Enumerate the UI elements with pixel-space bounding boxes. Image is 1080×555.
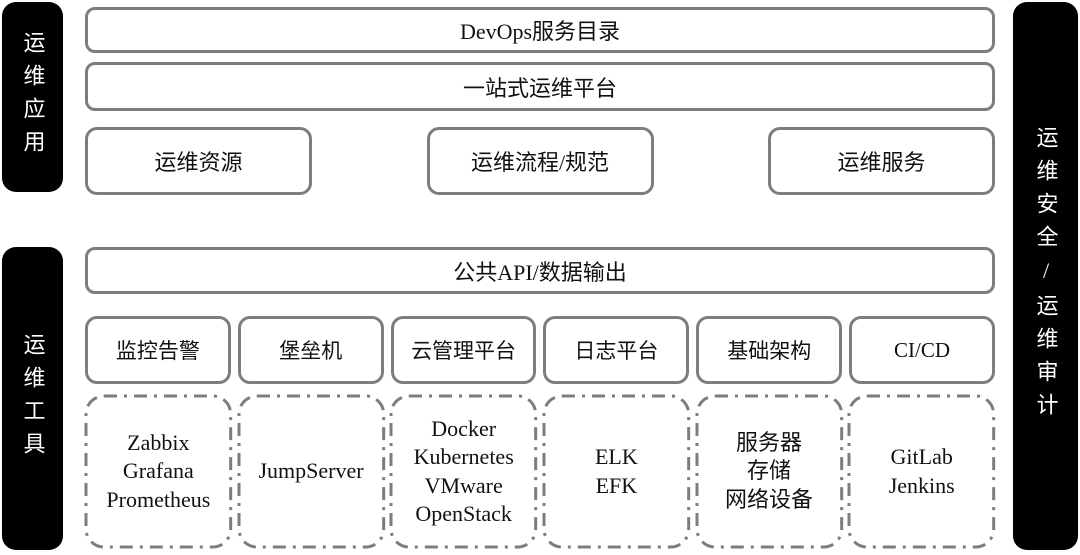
box-ops-process-standards: 运维流程/规范	[426, 127, 654, 195]
box-log-platform: 日志平台	[543, 316, 690, 384]
sidebar-ops-security-audit-label: 运维安全/运维审计	[1033, 126, 1059, 426]
row-public-api: 公共API/数据输出	[85, 247, 995, 294]
box-ops-process-standards-label: 运维流程/规范	[470, 150, 610, 175]
sidebar-ops-tools-label: 运维工具	[20, 332, 46, 465]
box-devops-service-catalog: DevOps服务目录	[85, 7, 995, 53]
tools-cicd: GitLab Jenkins	[847, 394, 996, 549]
sidebar-ops-applications: 运维应用	[2, 2, 63, 192]
tools-monitoring: Zabbix Grafana Prometheus	[84, 394, 233, 549]
tools-cicd-label: GitLab Jenkins	[888, 444, 955, 498]
box-monitoring-alerting: 监控告警	[85, 316, 231, 384]
box-cicd: CI/CD	[849, 316, 995, 384]
box-infrastructure-label: 基础架构	[727, 339, 812, 363]
tools-bastion-label: JumpServer	[258, 458, 364, 484]
box-one-stop-ops-platform: 一站式运维平台	[85, 62, 995, 111]
box-log-platform-label: 日志平台	[574, 339, 659, 363]
tools-infra: 服务器 存储 网络设备	[695, 394, 843, 549]
box-ops-services-label: 运维服务	[837, 150, 926, 175]
box-cloud-mgmt-platform-label: 云管理平台	[411, 339, 517, 363]
row-app-sub-boxes: 运维资源 运维流程/规范 运维服务	[85, 127, 995, 195]
box-cicd-label: CI/CD	[894, 337, 951, 362]
dash-dot-border	[847, 394, 996, 549]
box-devops-service-catalog-label: DevOps服务目录	[459, 19, 621, 44]
row-tool-products: Zabbix Grafana Prometheus JumpServer Doc…	[84, 394, 996, 549]
dash-dot-border	[542, 394, 691, 549]
box-one-stop-ops-platform-label: 一站式运维平台	[462, 75, 617, 101]
tools-bastion: JumpServer	[237, 394, 385, 549]
tools-log: ELK EFK	[542, 394, 691, 549]
dash-dot-border	[84, 394, 233, 549]
dash-dot-border	[237, 394, 385, 549]
tools-log-label: ELK EFK	[594, 444, 638, 498]
tools-infra-label: 服务器 存储 网络设备	[725, 430, 814, 512]
tools-cloud-label: Docker Kubernetes VMware OpenStack	[413, 416, 514, 526]
sidebar-ops-security-audit: 运维安全/运维审计	[1013, 2, 1078, 550]
box-bastion-host: 堡垒机	[237, 316, 384, 384]
row-service-catalog: DevOps服务目录	[85, 7, 995, 53]
dash-dot-border	[389, 394, 538, 549]
row-tool-categories: 监控告警 堡垒机 云管理平台 日志平台 基础架构 CI/CD	[85, 316, 995, 384]
box-public-api-data-output-label: 公共API/数据输出	[453, 259, 627, 285]
box-ops-resources: 运维资源	[85, 127, 312, 195]
box-public-api-data-output: 公共API/数据输出	[85, 247, 995, 294]
tools-monitoring-label: Zabbix Grafana Prometheus	[106, 430, 211, 512]
dash-dot-border	[695, 394, 843, 549]
box-bastion-host-label: 堡垒机	[279, 339, 343, 363]
box-monitoring-alerting-label: 监控告警	[115, 339, 200, 363]
tools-cloud: Docker Kubernetes VMware OpenStack	[389, 394, 538, 549]
sidebar-ops-tools: 运维工具	[2, 247, 63, 550]
row-one-stop-platform: 一站式运维平台	[85, 62, 995, 111]
box-ops-resources-label: 运维资源	[154, 150, 243, 175]
sidebar-ops-applications-label: 运维应用	[20, 31, 46, 163]
box-infrastructure: 基础架构	[696, 316, 843, 384]
box-ops-services: 运维服务	[768, 127, 995, 195]
box-cloud-mgmt-platform: 云管理平台	[390, 316, 537, 384]
